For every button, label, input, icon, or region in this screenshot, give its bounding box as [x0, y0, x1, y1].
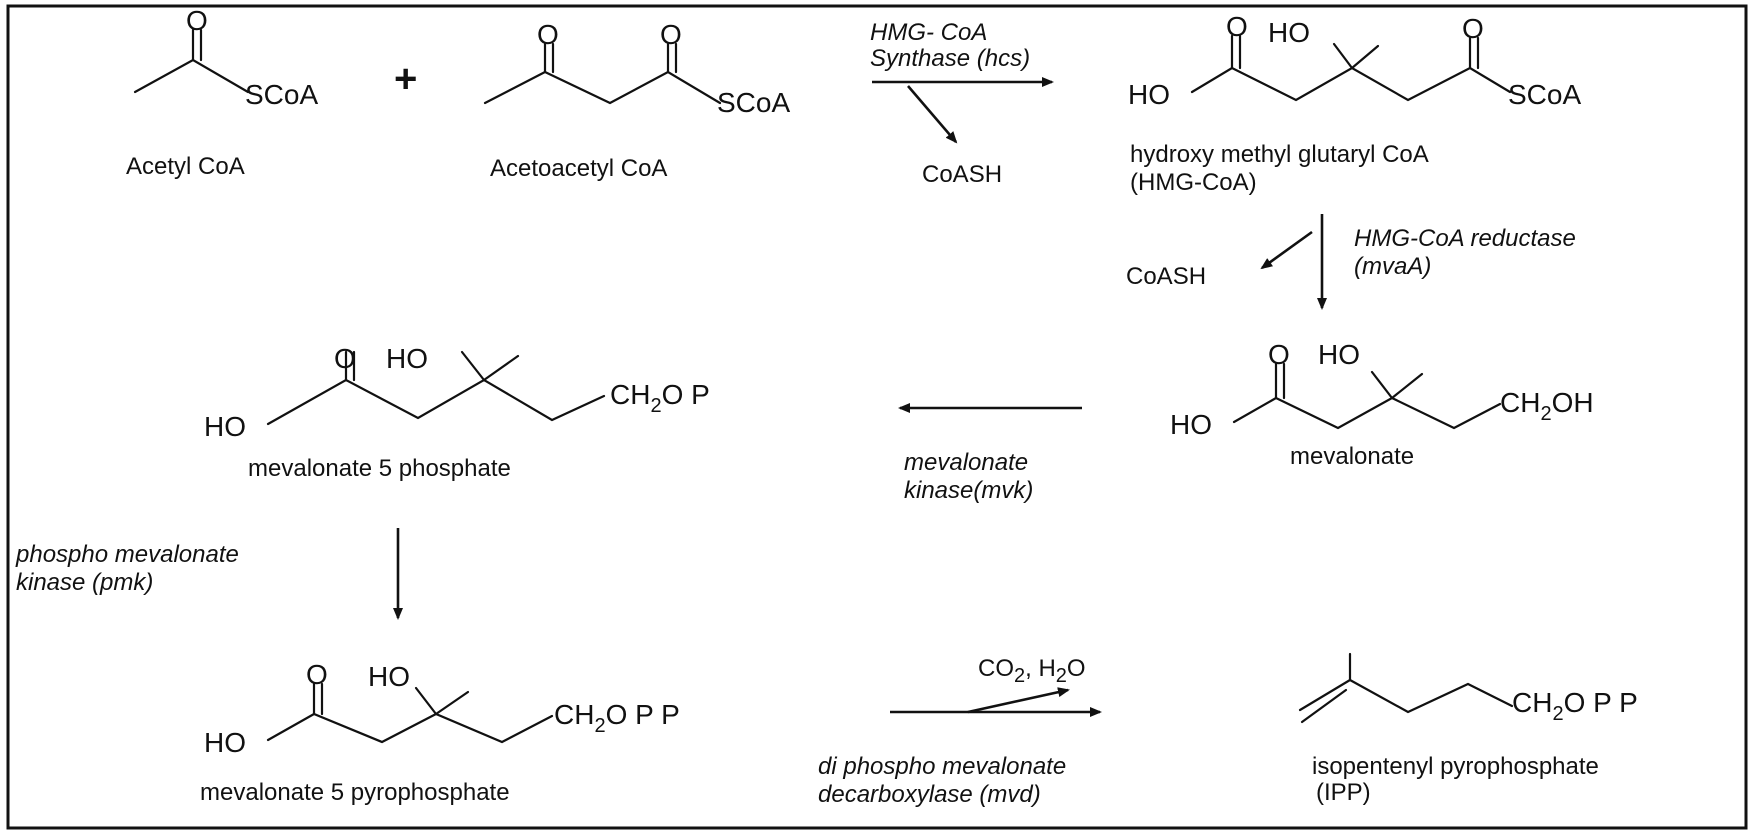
- acetoacetyl-coa-scoa: SCoA: [717, 87, 790, 118]
- plus-sign: +: [394, 57, 417, 101]
- ipp-ch2opp: CH2O P P: [1512, 687, 1638, 725]
- ipp-label-line2: (IPP): [1316, 779, 1371, 806]
- mevalonate-5-phosphate-label: mevalonate 5 phosphate: [248, 455, 511, 482]
- mvd-byproduct-arrow: [967, 687, 1070, 714]
- m5p-ch2op: CH2O P: [610, 379, 710, 417]
- m5p-ho-top: HO: [386, 343, 428, 374]
- mevalonate-5-pyrophosphate-label: mevalonate 5 pyrophosphate: [200, 779, 510, 806]
- mvaa-byproduct-arrow: [1260, 230, 1313, 270]
- mvaa-coash: CoASH: [1126, 263, 1206, 290]
- m5p-ho-left: HO: [204, 411, 246, 442]
- mvd-co2-h2o: CO2, H2O: [978, 655, 1086, 687]
- mvk-enzyme-line2: kinase(mvk): [904, 477, 1033, 504]
- pmk-enzyme-line1: phospho mevalonate: [15, 541, 239, 568]
- m5p-oxygen: O: [334, 343, 356, 374]
- acetoacetyl-coa-structure: O O SCoA: [483, 19, 790, 118]
- diagram-frame: [6, 4, 1748, 830]
- hcs-enzyme-line1: HMG- CoA: [870, 19, 987, 46]
- ipp-label-line1: isopentenyl pyrophosphate: [1312, 753, 1599, 780]
- mvd-enzyme-line2: decarboxylase (mvd): [818, 781, 1041, 808]
- mvaa-enzyme-line2: (mvaA): [1354, 253, 1431, 280]
- ipp-structure: CH2O P P: [1298, 652, 1638, 725]
- mvd-enzyme-line1: di phospho mevalonate: [818, 753, 1066, 780]
- mevalonate-5-phosphate-structure: HO O HO CH2O P: [204, 343, 710, 442]
- hcs-coash: CoASH: [922, 161, 1002, 188]
- m5pp-oxygen: O: [306, 659, 328, 690]
- hmg-coa-ho-top: HO: [1268, 17, 1310, 48]
- mevalonate-ho-top: HO: [1318, 339, 1360, 370]
- hmg-coa-ho-left: HO: [1128, 79, 1170, 110]
- acetoacetyl-coa-label: Acetoacetyl CoA: [490, 155, 667, 182]
- hmg-coa-oxygen-2: O: [1462, 13, 1484, 44]
- acetyl-coa-scoa: SCoA: [245, 79, 318, 110]
- hmg-coa-scoa: SCoA: [1508, 79, 1581, 110]
- hmg-coa-label-line1: hydroxy methyl glutaryl CoA: [1130, 141, 1429, 168]
- mevalonate-label: mevalonate: [1290, 443, 1414, 470]
- mevalonate-structure: HO O HO CH2OH: [1170, 339, 1594, 440]
- m5pp-ho-left: HO: [204, 727, 246, 758]
- pmk-enzyme-line2: kinase (pmk): [16, 569, 153, 596]
- hmg-coa-oxygen-1: O: [1226, 11, 1248, 42]
- mvk-enzyme-line1: mevalonate: [904, 449, 1028, 476]
- hcs-byproduct-arrow: [907, 85, 958, 144]
- hcs-enzyme-line2: Synthase (hcs): [870, 45, 1030, 72]
- hmg-coa-structure: HO O HO O SCoA: [1128, 11, 1581, 110]
- acetyl-coa-label: Acetyl CoA: [126, 153, 245, 180]
- m5pp-ch2opp: CH2O P P: [554, 699, 680, 737]
- acetyl-coa-structure: O SCoA: [133, 5, 318, 110]
- mevalonate-ch2oh: CH2OH: [1500, 387, 1594, 425]
- m5pp-ho-top: HO: [368, 661, 410, 692]
- acetoacetyl-oxygen-2: O: [660, 19, 682, 50]
- mevalonate-oxygen: O: [1268, 339, 1290, 370]
- mevalonate-ho-left: HO: [1170, 409, 1212, 440]
- hmg-coa-label-line2: (HMG-CoA): [1130, 169, 1257, 196]
- mevalonate-5-pyrophosphate-structure: HO O HO CH2O P P: [204, 659, 680, 758]
- mvaa-enzyme-line1: HMG-CoA reductase: [1354, 225, 1576, 252]
- acetoacetyl-oxygen-1: O: [537, 19, 559, 50]
- acetyl-coa-oxygen: O: [186, 5, 208, 36]
